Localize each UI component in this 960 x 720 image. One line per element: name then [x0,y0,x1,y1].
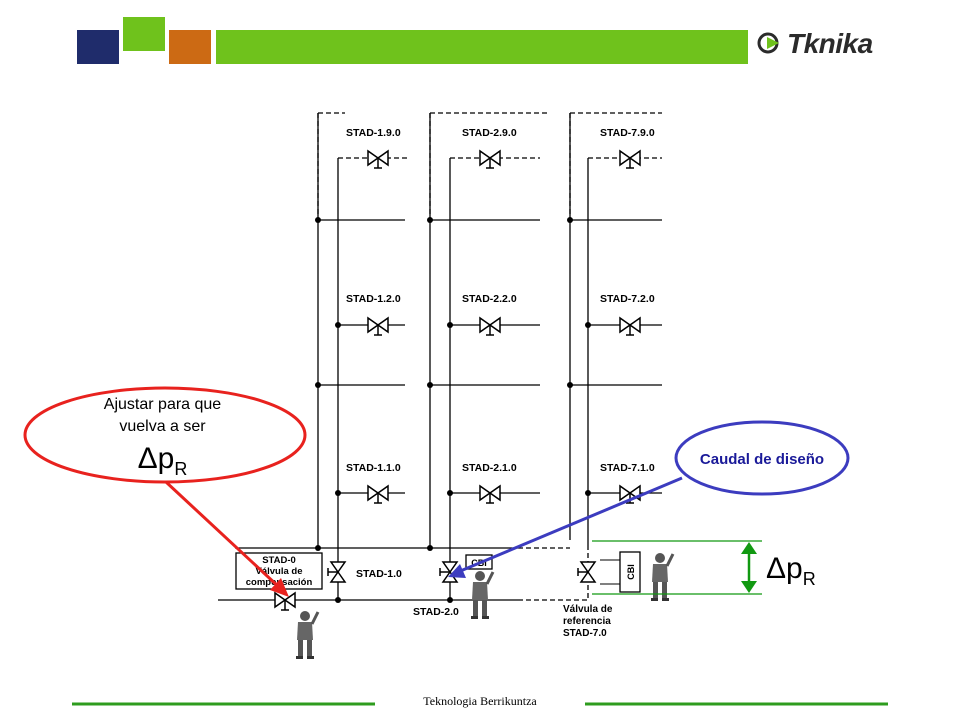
valve-label-2-9: STAD-2.9.0 [462,127,517,139]
compensation-line-2: Válvula de [256,566,303,577]
red-annotation-line-2: vuelva a ser [119,418,206,435]
column-3-pipes [569,112,662,600]
riser-valve-label-col1: STAD-1.0 [356,568,402,580]
right-delta-p: ΔpR [766,552,816,589]
valve-label-1-9: STAD-1.9.0 [346,127,401,139]
branch-valves [367,150,641,504]
column-1-pipes [317,112,410,600]
svg-text:CBI: CBI [626,564,636,580]
delta-p-arrow [741,542,757,593]
worker-icon-2 [469,569,495,621]
logo-text: Tknika [787,28,873,59]
valve-label-7-1: STAD-7.1.0 [600,462,655,474]
blue-annotation-ellipse [674,420,850,496]
red-annotation-line-1: Ajustar para que [103,396,222,413]
main-header-pipes [218,547,588,601]
valve-label-1-2: STAD-1.2.0 [346,293,401,305]
blue-annotation-text: Caudal de diseño [699,451,825,468]
header-bar-green [216,30,748,64]
reference-valve-label: Válvula de referencia STAD-7.0 [563,604,613,639]
riser-valves [274,561,596,611]
red-arrow [164,480,289,597]
svg-text:referencia: referencia [563,616,611,627]
header-square-green [123,17,165,51]
compensation-line-1: STAD-0 [262,555,296,566]
valve-label-7-9: STAD-7.9.0 [600,127,655,139]
delta-p-dimension [592,540,762,595]
worker-icon-1 [294,609,320,661]
valve-label-1-1: STAD-1.1.0 [346,462,401,474]
svg-text:Válvula de: Válvula de [563,604,613,615]
valve-label-2-1: STAD-2.1.0 [462,462,517,474]
red-annotation-delta: ΔpR [137,442,188,479]
valve-label-2-2: STAD-2.2.0 [462,293,517,305]
valve-label-7-2: STAD-7.2.0 [600,293,655,305]
column-2-pipes [429,112,548,600]
cbi-meter-ref: CBI [619,551,641,593]
header-square-orange [169,30,211,64]
riser-valve-label-col2: STAD-2.0 [413,606,459,618]
branch-valve-labels: STAD-1.9.0 STAD-1.2.0 STAD-1.1.0 STAD-2.… [346,127,655,474]
footer-text: Teknologia Berrikuntza [423,694,537,708]
logo-mark-icon [757,32,779,54]
blue-arrow [448,476,683,578]
red-annotation-ellipse [23,386,307,484]
svg-text:STAD-7.0: STAD-7.0 [563,628,607,639]
junction-dots [315,217,591,603]
header-square-navy [77,30,119,64]
